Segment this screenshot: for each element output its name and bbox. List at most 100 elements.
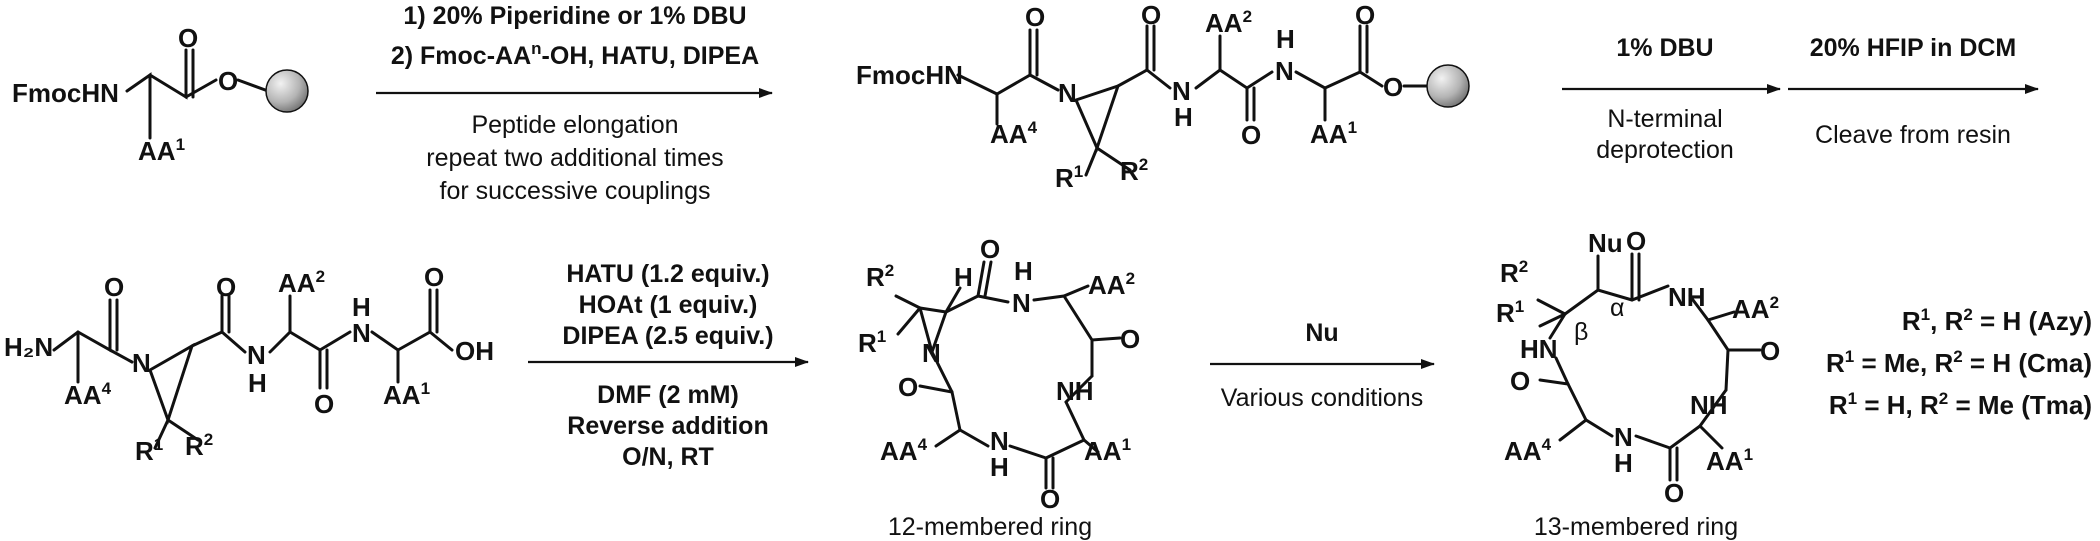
svg-text:AA4: AA4 bbox=[64, 379, 112, 410]
step-2-below-1: N-terminal bbox=[1607, 105, 1722, 133]
compound-12-membered-ring: R2 H O H N AA2 R1 N O NH O AA4 N H O AA1… bbox=[858, 234, 1140, 541]
aa1-label: AA bbox=[1310, 119, 1348, 149]
aa4-superscript: 4 bbox=[102, 379, 112, 398]
step-1-line-2-sup: n bbox=[531, 39, 541, 58]
aa4-label: AA bbox=[1504, 436, 1542, 466]
step-2-below-2: deprotection bbox=[1596, 136, 1734, 164]
aa1-superscript: 1 bbox=[1744, 445, 1753, 464]
aa4-superscript: 4 bbox=[1542, 435, 1552, 454]
aa1-label: AA bbox=[1084, 436, 1122, 466]
aa4-label: AA bbox=[64, 380, 102, 410]
aa2-superscript: 2 bbox=[1126, 269, 1135, 288]
resin-bead-icon bbox=[265, 69, 309, 113]
r1-superscript: 1 bbox=[154, 435, 163, 454]
step-5-arrow: Nu Various conditions bbox=[1210, 319, 1435, 412]
carbonyl-oxygen-left: O bbox=[898, 372, 918, 402]
step-1-line-1: 1) 20% Piperidine or 1% DBU bbox=[403, 2, 746, 30]
svg-text:R1: R1 bbox=[1496, 297, 1524, 328]
fmochn-label: FmocHN bbox=[12, 78, 119, 108]
r1-superscript: 1 bbox=[877, 327, 886, 346]
ring-12-caption: 12-membered ring bbox=[888, 513, 1092, 541]
step-4-arrow: HATU (1.2 equiv.) HOAt (1 equiv.) DIPEA … bbox=[528, 260, 809, 471]
compound-resin-start: FmocHN O O AA1 bbox=[12, 23, 309, 166]
step-4-below-2: Reverse addition bbox=[567, 412, 768, 440]
step-4-above-3: DIPEA (2.5 equiv.) bbox=[562, 322, 773, 350]
aa4-superscript: 4 bbox=[918, 435, 928, 454]
step-1-line-2-pre: 2) Fmoc-AA bbox=[391, 42, 531, 70]
svg-text:R1: R1 bbox=[858, 327, 886, 358]
carbonyl-oxygen-left: O bbox=[1510, 366, 1530, 396]
step-4-above-2: HOAt (1 equiv.) bbox=[579, 291, 758, 319]
aa4-label: AA bbox=[880, 436, 918, 466]
r1-label: R bbox=[1055, 163, 1074, 193]
svg-text:AA1: AA1 bbox=[1706, 445, 1753, 476]
step-1-below-1: Peptide elongation bbox=[471, 111, 678, 139]
ester-oxygen: O bbox=[218, 66, 238, 96]
step-3-above: 20% HFIP in DCM bbox=[1810, 34, 2017, 62]
svg-text:R2: R2 bbox=[1500, 257, 1528, 288]
carbonyl-oxygen-1: O bbox=[104, 272, 124, 302]
r1-label: R bbox=[135, 436, 154, 466]
step-3-arrow: 20% HFIP in DCM Cleave from resin bbox=[1788, 34, 2039, 149]
aa1-superscript: 1 bbox=[421, 379, 430, 398]
r2-label: R bbox=[185, 431, 204, 461]
step-4-above-1: HATU (1.2 equiv.) bbox=[566, 260, 769, 288]
step-3-below: Cleave from resin bbox=[1815, 121, 2011, 149]
svg-text:AA2: AA2 bbox=[278, 267, 325, 298]
r1-superscript: 1 bbox=[1074, 162, 1083, 181]
svg-text:AA4: AA4 bbox=[990, 118, 1038, 149]
beta-label: β bbox=[1574, 318, 1588, 346]
aa1-label: AA bbox=[1706, 446, 1744, 476]
r2-superscript: 2 bbox=[1519, 257, 1528, 276]
amide-nh-top-right: NH bbox=[1668, 282, 1706, 312]
step-1-below-2: repeat two additional times bbox=[426, 144, 723, 172]
svg-text:AA1: AA1 bbox=[1310, 118, 1357, 149]
compound-13-membered-ring: Nu O R2 R1 β α NH AA2 HN O O NH AA4 N H … bbox=[1496, 226, 1780, 541]
nucleophile-label: Nu bbox=[1588, 228, 1623, 258]
substituent-legend: R1, R2 = H (Azy) R1 = Me, R2 = H (Cma) R… bbox=[1826, 305, 2092, 420]
aziridine-nitrogen: N bbox=[922, 338, 941, 368]
step-5-below: Various conditions bbox=[1221, 384, 1423, 412]
ring-13-caption: 13-membered ring bbox=[1534, 513, 1738, 541]
r2-label: R bbox=[866, 262, 885, 292]
r1-label: R bbox=[858, 328, 877, 358]
aa2-superscript: 2 bbox=[316, 267, 325, 286]
step-2-arrow: 1% DBU N-terminal deprotection bbox=[1562, 34, 1781, 164]
carbonyl-oxygen-top: O bbox=[1626, 226, 1646, 256]
aziridine-nitrogen: N bbox=[132, 348, 151, 378]
svg-text:AA1: AA1 bbox=[138, 135, 185, 166]
svg-text:AA2: AA2 bbox=[1205, 7, 1252, 38]
aa2-superscript: 2 bbox=[1243, 7, 1252, 26]
amide-h-top: H bbox=[352, 292, 371, 322]
svg-text:R2: R2 bbox=[866, 261, 894, 292]
amide-n: N bbox=[247, 340, 266, 370]
carbonyl-oxygen-top: O bbox=[980, 234, 1000, 264]
svg-text:AA1: AA1 bbox=[383, 379, 430, 410]
carbonyl-oxygen-bottom: O bbox=[1040, 484, 1060, 514]
aa1-superscript: 1 bbox=[1122, 435, 1131, 454]
amide-h: H bbox=[248, 368, 267, 398]
amide-h-bottom: H bbox=[990, 452, 1009, 482]
svg-text:AA2: AA2 bbox=[1732, 293, 1779, 324]
amide-n-bottom: N bbox=[1614, 422, 1633, 452]
legend-line-3: R1 = H, R2 = Me (Tma) bbox=[1829, 389, 2092, 420]
carbonyl-oxygen-4: O bbox=[1355, 0, 1375, 30]
carbonyl-oxygen-bottom: O bbox=[1664, 478, 1684, 508]
svg-text:2) Fmoc-AAn-OH, HATU, DIPEA: 2) Fmoc-AAn-OH, HATU, DIPEA bbox=[391, 39, 759, 70]
h-label: H bbox=[954, 262, 973, 292]
alpha-label: α bbox=[1610, 294, 1624, 322]
compound-linear-peptide: H₂N O N O AA2 N H O H N O OH AA4 AA1 R1 … bbox=[4, 262, 494, 466]
svg-text:AA4: AA4 bbox=[1504, 435, 1552, 466]
aa2-superscript: 2 bbox=[1770, 293, 1779, 312]
carbonyl-oxygen-3: O bbox=[314, 389, 334, 419]
carbonyl-oxygen: O bbox=[178, 23, 198, 53]
aa2-label: AA bbox=[1205, 8, 1243, 38]
aa4-superscript: 4 bbox=[1028, 118, 1038, 137]
carbonyl-oxygen-2: O bbox=[216, 272, 236, 302]
hydroxyl-label: OH bbox=[455, 336, 494, 366]
carbonyl-oxygen-1: O bbox=[1025, 2, 1045, 32]
legend-line-2: R1 = Me, R2 = H (Cma) bbox=[1826, 347, 2092, 378]
resin-bead-icon bbox=[1426, 64, 1470, 108]
svg-text:AA2: AA2 bbox=[1088, 269, 1135, 300]
